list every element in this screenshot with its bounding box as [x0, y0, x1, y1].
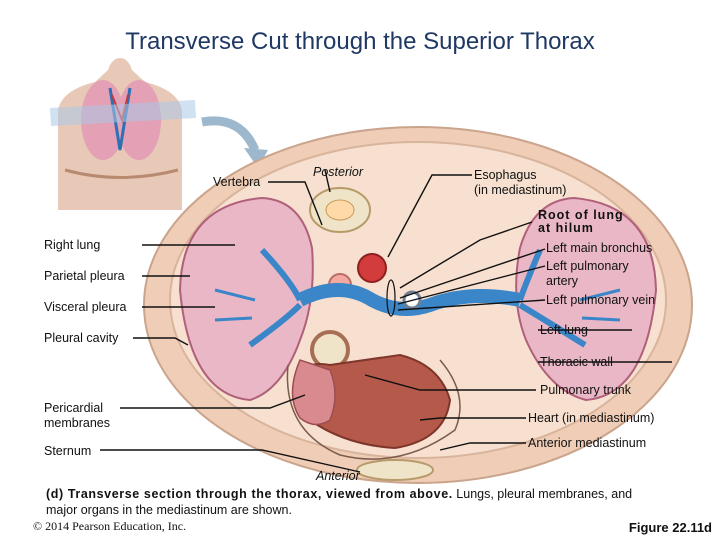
label-parietal-pleura: Parietal pleura [44, 269, 125, 283]
page-title: Transverse Cut through the Superior Thor… [125, 28, 595, 55]
label-anterior-mediastinum: Anterior mediastinum [528, 436, 647, 450]
label-right-lung: Right lung [44, 238, 101, 252]
label-pulmonary-trunk: Pulmonary trunk [540, 383, 632, 397]
torso-inset-image [50, 58, 196, 210]
label-visceral-pleura: Visceral pleura [44, 300, 127, 314]
label-pericardial-membranes: Pericardial membranes [44, 401, 110, 430]
label-pleural-cavity: Pleural cavity [44, 331, 119, 345]
label-left-pulmonary-vein: Left pulmonary vein [546, 293, 656, 307]
label-vertebra: Vertebra [213, 175, 261, 189]
figure-caption: (d) Transverse section through the thora… [46, 486, 666, 518]
leader-lines [100, 169, 672, 473]
label-esophagus: Esophagus (in mediastinum) [474, 168, 567, 197]
caption-rest: Lungs, pleural membranes, and major orga… [46, 487, 633, 517]
cross-section-image [143, 126, 693, 484]
label-heart: Heart (in mediastinum) [528, 411, 655, 425]
label-left-main-bronchus: Left main bronchus [546, 241, 653, 255]
label-root-of-lung: Root of lung at hilum [538, 208, 624, 235]
label-left-pulmonary-artery: Left pulmonary artery [546, 259, 629, 288]
label-posterior: Posterior [313, 165, 364, 179]
label-thoracic-wall: Thoracic wall [540, 355, 613, 369]
label-anterior: Anterior [316, 469, 360, 483]
caption-lead: (d) Transverse section through the thora… [46, 487, 453, 501]
label-sternum: Sternum [44, 444, 92, 458]
figure-number: Figure 22.11d [628, 520, 712, 535]
pointer-arrow [201, 116, 260, 152]
copyright-notice: © 2014 Pearson Education, Inc. [33, 519, 187, 533]
label-left-lung: Left lung [540, 323, 588, 337]
